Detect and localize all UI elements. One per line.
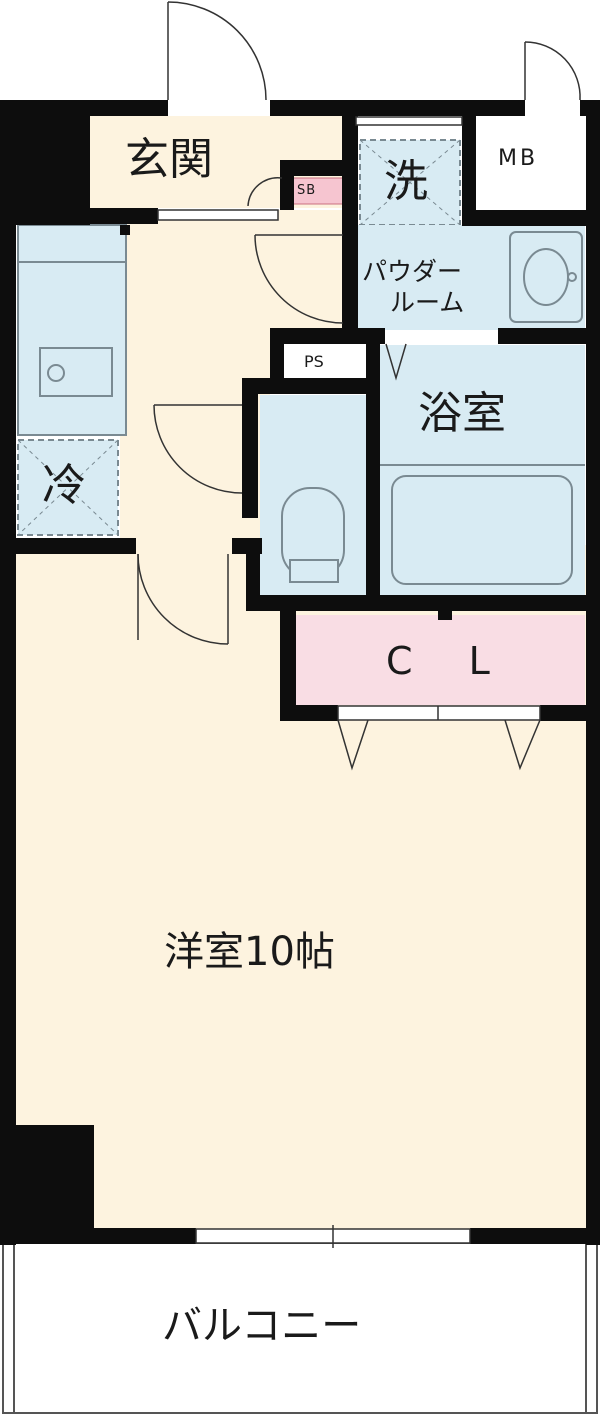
fridge-space: [17, 439, 119, 536]
kitchen-counter: [17, 224, 127, 436]
door-swings: [137, 1, 581, 771]
hall-upper-floor: [130, 210, 345, 330]
bathtub-icon: [391, 475, 573, 585]
pipe-space: [283, 346, 365, 380]
sink-icon: [39, 347, 113, 397]
balcony-area: [2, 1242, 598, 1414]
bathroom-floor: [380, 345, 585, 595]
stove-icon: [47, 364, 65, 382]
washbasin-icon: [509, 231, 583, 323]
closet-floor: [295, 615, 585, 705]
meter-box: [476, 115, 584, 210]
walls: [0, 100, 600, 1245]
